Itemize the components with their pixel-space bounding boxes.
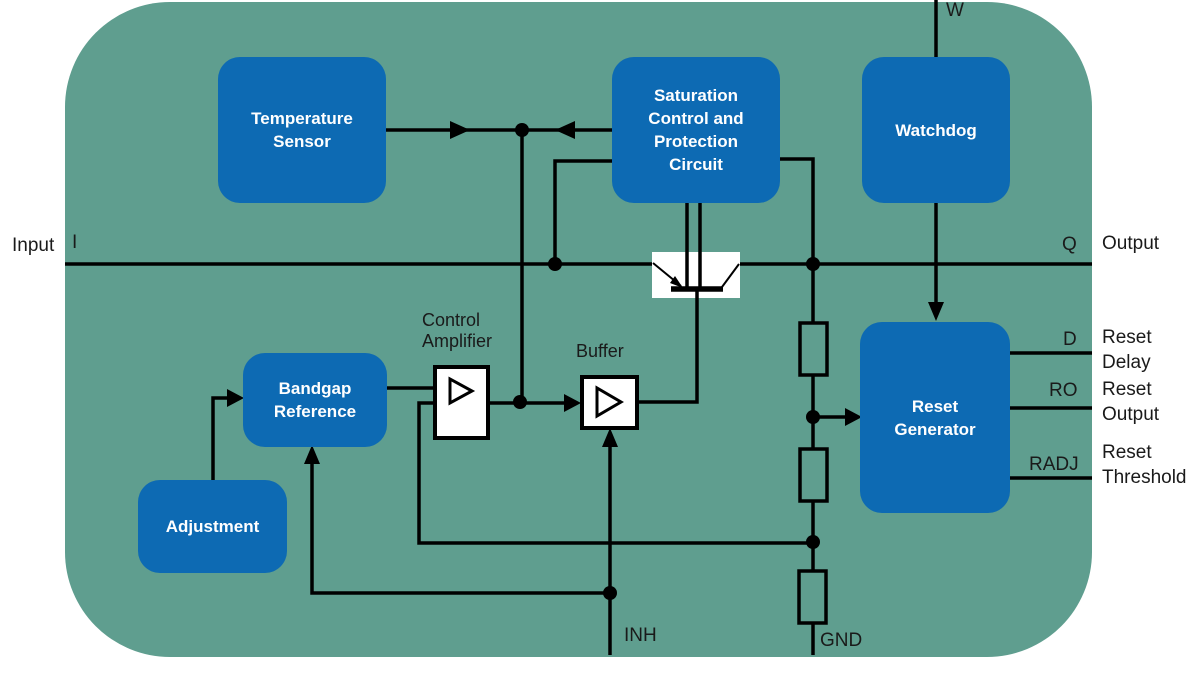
block-label: Saturation Control and Protection Circui… [648,86,744,174]
ground-pin-label: GND [820,630,863,651]
block-temperature-sensor: Temperature Sensor [218,57,386,203]
inhibit-pin-label: INH [624,625,657,646]
reset-threshold-label: Reset Threshold [1102,442,1187,488]
block-adjustment: Adjustment [138,480,287,573]
block-label: Temperature Sensor [251,109,353,151]
input-pin-label: I [72,232,78,253]
block-saturation-control: Saturation Control and Protection Circui… [612,57,780,203]
output-label: Output [1102,233,1160,254]
block-bandgap-reference: Bandgap Reference [243,353,387,447]
block-label: Adjustment [165,517,260,536]
reset-output-label: Reset Output [1102,379,1160,425]
output-pin-label: Q [1062,234,1077,255]
reset-delay-pin-label: D [1063,329,1077,350]
buffer-label: Buffer [576,341,624,361]
control-amplifier-label: Control Amplifier [422,310,493,351]
reset-delay-label: Reset Delay [1102,327,1152,373]
block-label: Bandgap Reference [273,379,357,421]
block-reset-generator: Reset Generator [860,322,1010,513]
watchdog-pin-label: W [946,0,964,21]
input-label: Input [12,235,55,256]
reset-threshold-pin-label: RADJ [1029,454,1079,475]
block-label: Watchdog [895,120,977,140]
block-watchdog: Watchdog [862,57,1010,203]
reset-output-pin-label: RO [1049,380,1078,401]
block-label: Reset Generator [894,396,976,439]
